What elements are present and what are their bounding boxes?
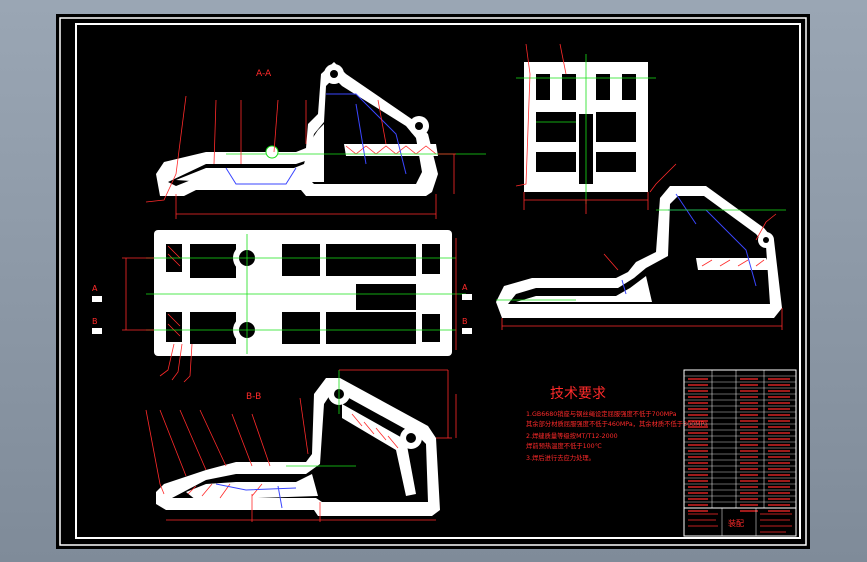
cad-drawing: A-A bbox=[59, 17, 807, 546]
drawing-canvas: A-A bbox=[56, 14, 810, 549]
title-block-label: 装配 bbox=[728, 518, 744, 528]
section-bb-view: B-B bbox=[145, 369, 457, 522]
inner-frame bbox=[75, 23, 801, 539]
marker-left-a: A bbox=[92, 284, 98, 293]
side-view bbox=[515, 43, 677, 214]
bb-hidden-lines bbox=[215, 483, 297, 509]
bb-inner-plate bbox=[186, 474, 318, 500]
tech-requirements: 技术要求 1.GB6680销座与钢丝绳设定屈服强度不低于700MPa 其余部分材… bbox=[526, 386, 708, 462]
tech-note-5: 3.焊后进行去应力处理。 bbox=[526, 453, 595, 462]
parts-list-table: 装配 bbox=[683, 369, 797, 537]
title-block bbox=[683, 507, 797, 537]
section-bb-label: B-B bbox=[246, 392, 261, 402]
elevation-view bbox=[496, 186, 786, 330]
tech-title: 技术要求 bbox=[550, 386, 606, 402]
tech-note-3: 2.焊缝质量等级按MT/T12-2000 bbox=[526, 431, 618, 440]
bb-leader-1 bbox=[145, 409, 165, 495]
marker-left-b: B bbox=[92, 317, 98, 326]
aa-leader-1 bbox=[145, 95, 187, 203]
section-aa-view: A-A bbox=[145, 62, 486, 219]
tech-note-1: 1.GB6680销座与钢丝绳设定屈服强度不低于700MPa bbox=[526, 409, 677, 418]
tech-note-4: 焊前预热温度不低于100℃ bbox=[526, 441, 602, 450]
bb-web bbox=[342, 404, 416, 496]
elevation-cavity bbox=[508, 196, 770, 304]
marker-right-b: B bbox=[462, 317, 468, 326]
tech-note-2: 其余部分材质屈服强度不低于460MPa，其余材质不低于300MPa bbox=[526, 419, 708, 428]
aa-inner-plate bbox=[176, 124, 324, 182]
outer-frame bbox=[59, 17, 807, 546]
top-view: A B A B bbox=[92, 230, 472, 383]
aa-cavity bbox=[168, 78, 422, 186]
section-aa-label: A-A bbox=[256, 69, 272, 79]
marker-right-a: A bbox=[462, 283, 468, 292]
